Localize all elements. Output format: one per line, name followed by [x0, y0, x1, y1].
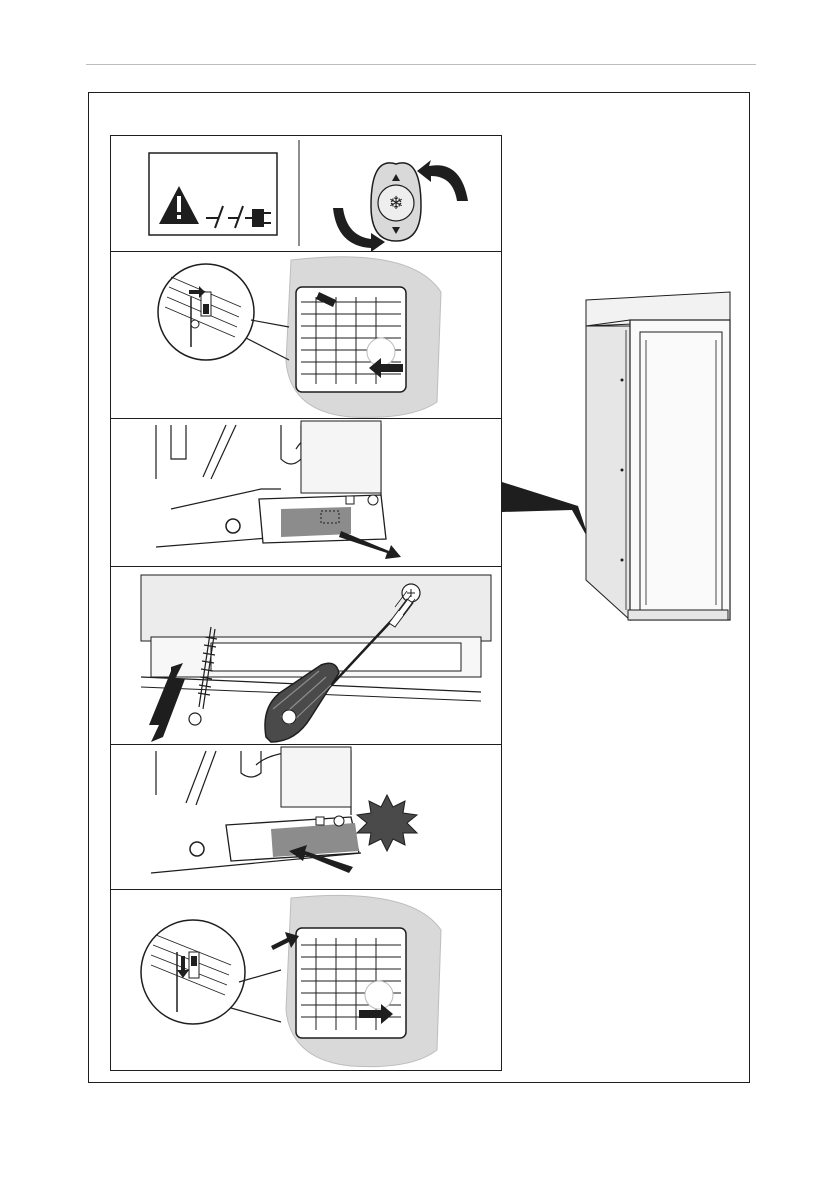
fridge-illustration — [500, 280, 750, 630]
filter-grille-icon — [296, 928, 406, 1038]
step-1-row: ❄ — [111, 136, 501, 252]
thermostat-knob-icon: ❄ — [371, 163, 421, 241]
step-6-row — [111, 890, 501, 1072]
fridge-icon — [586, 292, 730, 620]
step-5-row — [111, 745, 501, 890]
svg-text:❄: ❄ — [388, 193, 403, 214]
unplug-warning-box — [149, 153, 277, 235]
zoom-detail-icon — [141, 920, 281, 1024]
step-4-row — [111, 567, 501, 745]
filter-grille-icon — [296, 287, 406, 392]
drain-tray-icon — [226, 495, 386, 543]
step-3-row — [111, 419, 501, 567]
header-rule — [86, 64, 756, 65]
click-star-icon — [357, 795, 417, 851]
zoom-detail-icon — [158, 264, 289, 360]
steps-panel: ❄ — [110, 135, 502, 1071]
drain-tray-icon — [190, 816, 359, 861]
step-2-row — [111, 252, 501, 419]
